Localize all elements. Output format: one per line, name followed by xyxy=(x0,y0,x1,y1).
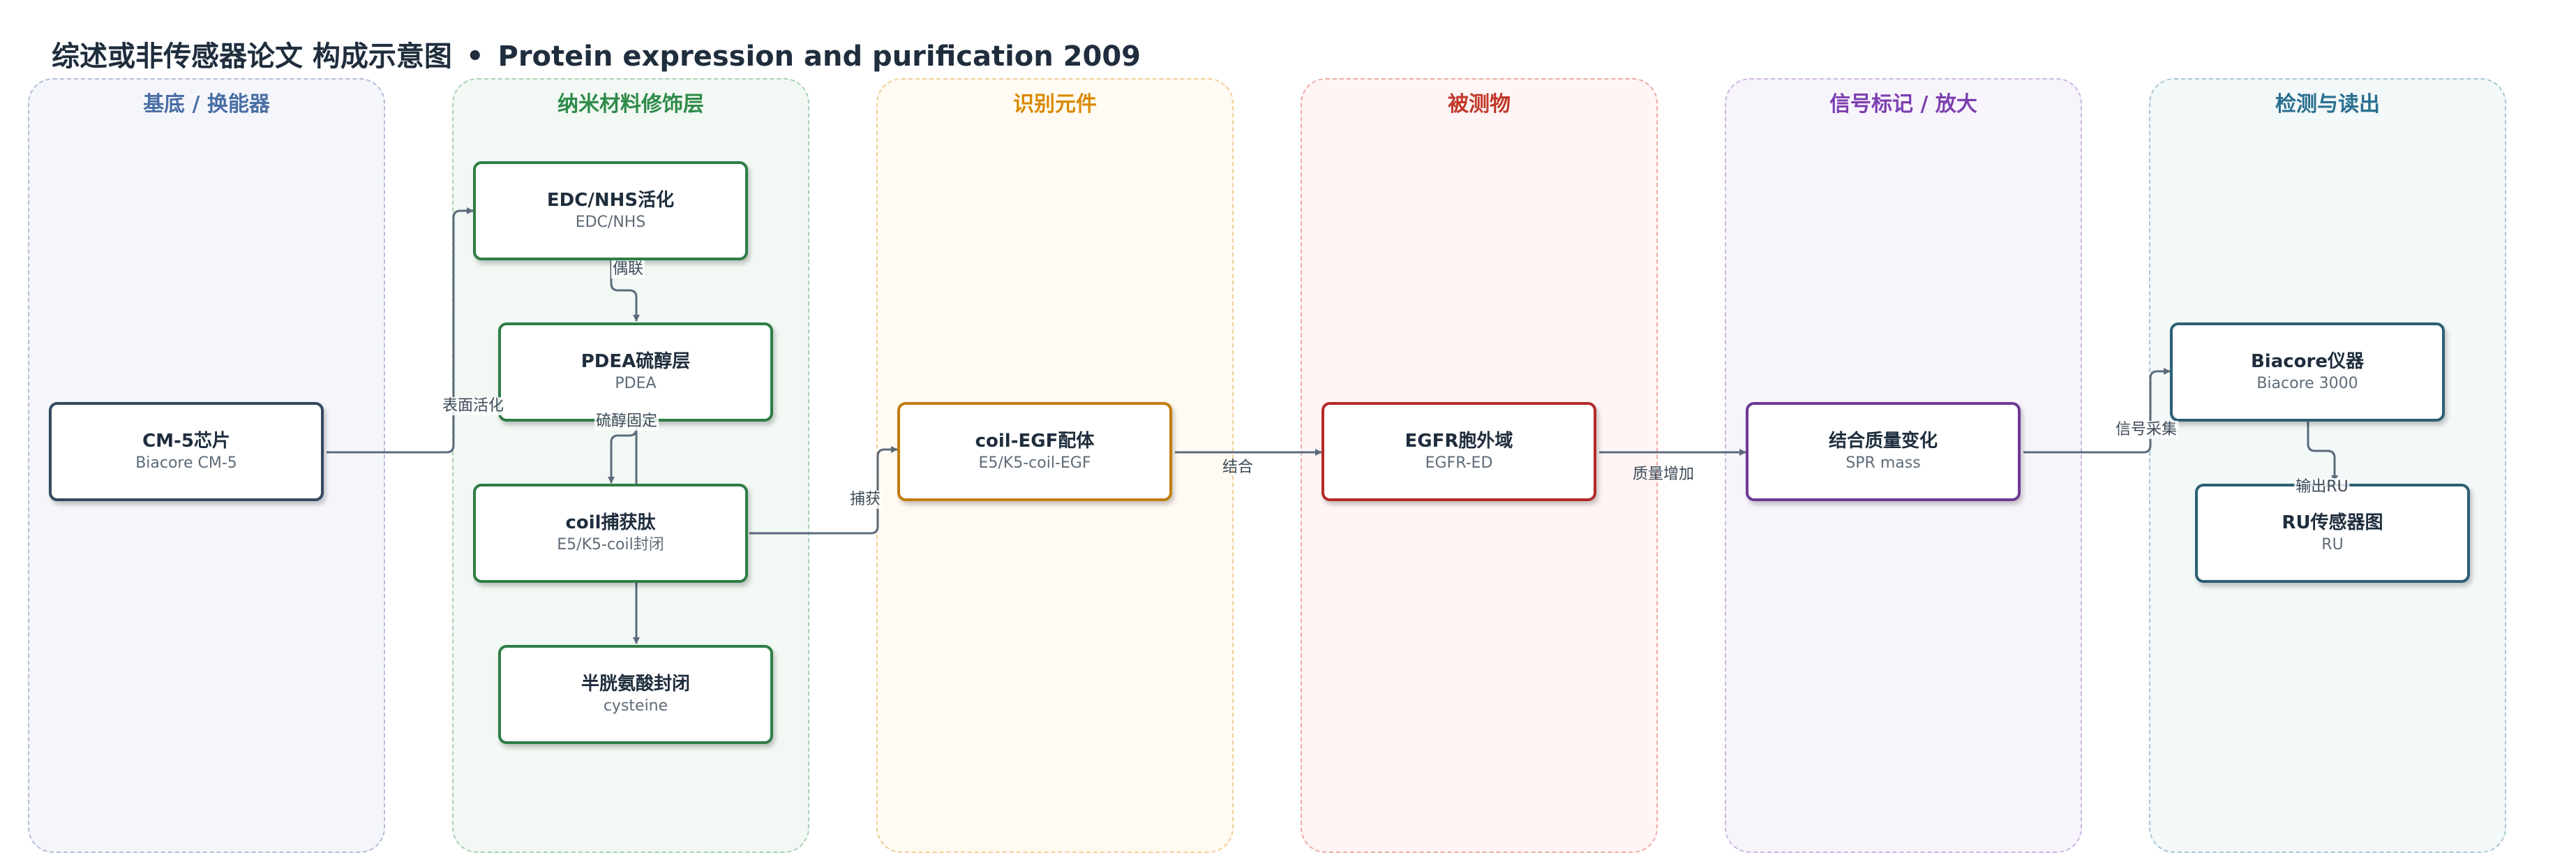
edge-label-thiol-immobilization: 硫醇固定 xyxy=(594,413,659,431)
node-subtitle: E5/K5-coil封闭 xyxy=(557,536,664,553)
lane-title-substrate: 基底 / 换能器 xyxy=(143,92,270,117)
node-title: EDC/NHS活化 xyxy=(546,190,675,211)
node-subtitle: RU xyxy=(2321,536,2344,553)
node-title: PDEA硫醇层 xyxy=(581,351,691,372)
lane-title-detection: 检测与读出 xyxy=(2275,92,2380,117)
node-ru-sensorgram: RU传感器图 RU xyxy=(2195,484,2470,583)
node-subtitle: EGFR-ED xyxy=(1425,454,1493,472)
node-subtitle: EDC/NHS xyxy=(575,214,646,231)
node-title: Biacore仪器 xyxy=(2250,351,2364,372)
edge-label-capture: 捕获 xyxy=(848,491,883,509)
node-cysteine-blocking: 半胱氨酸封闭 cysteine xyxy=(498,645,773,744)
title-separator: • xyxy=(465,40,484,73)
node-egfr-ectodomain: EGFR胞外域 EGFR-ED xyxy=(1321,402,1596,501)
node-title: CM-5芯片 xyxy=(142,431,230,452)
node-subtitle: cysteine xyxy=(603,697,668,715)
node-subtitle: Biacore CM-5 xyxy=(135,454,237,472)
node-title: coil-EGF配体 xyxy=(975,431,1095,452)
edge-cm5-to-edc xyxy=(327,207,474,454)
node-title: coil捕获肽 xyxy=(565,512,656,533)
node-subtitle: E5/K5-coil-EGF xyxy=(978,454,1091,472)
node-coil-egf-ligand: coil-EGF配体 E5/K5-coil-EGF xyxy=(897,402,1172,501)
node-coil-capture-peptide: coil捕获肽 E5/K5-coil封闭 xyxy=(473,484,748,583)
node-binding-mass-change: 结合质量变化 SPR mass xyxy=(1746,402,2021,501)
edge-mass-to-biacore xyxy=(2023,368,2171,454)
lane-title-nano: 纳米材料修饰层 xyxy=(557,92,704,117)
node-biacore-instrument: Biacore仪器 Biacore 3000 xyxy=(2170,322,2445,422)
edge-label-binding: 结合 xyxy=(1222,459,1254,476)
diagram-title: 综述或非传感器论文 构成示意图 • Protein expression and p… xyxy=(52,34,1141,74)
node-title: EGFR胞外域 xyxy=(1405,431,1513,452)
edge-label-surface-activation: 表面活化 xyxy=(440,397,506,415)
node-pdea-thiol-layer: PDEA硫醇层 PDEA xyxy=(498,322,773,422)
node-title: 半胱氨酸封闭 xyxy=(581,674,690,694)
edge-edc-to-pdea xyxy=(610,260,640,322)
node-subtitle: PDEA xyxy=(615,375,657,392)
node-title: 结合质量变化 xyxy=(1828,431,1938,452)
edge-label-signal-acquisition: 信号采集 xyxy=(2113,421,2179,439)
node-edc-nhs-activation: EDC/NHS活化 EDC/NHS xyxy=(473,161,748,260)
edge-label-mass-increase: 质量增加 xyxy=(1632,466,1695,483)
lane-title-analyte: 被测物 xyxy=(1448,92,1511,117)
lane-title-signal: 信号标记 / 放大 xyxy=(1829,92,1977,117)
node-cm5-chip: CM-5芯片 Biacore CM-5 xyxy=(49,402,324,501)
diagram-title-main: 综述或非传感器论文 构成示意图 xyxy=(52,40,452,73)
node-subtitle: SPR mass xyxy=(1845,454,1921,472)
diagram-subtitle: Protein expression and purification 2009 xyxy=(497,40,1141,73)
node-title: RU传感器图 xyxy=(2282,512,2383,533)
edge-biacore-to-ru xyxy=(2307,422,2338,482)
node-subtitle: Biacore 3000 xyxy=(2256,375,2358,392)
lane-detection xyxy=(2149,78,2506,853)
edge-label-coupling: 偶联 xyxy=(611,260,645,278)
edge-label-output-ru: 输出RU xyxy=(2294,478,2350,496)
edge-pdea-to-coil xyxy=(608,422,638,484)
lane-title-recognition: 识别元件 xyxy=(1013,92,1097,117)
